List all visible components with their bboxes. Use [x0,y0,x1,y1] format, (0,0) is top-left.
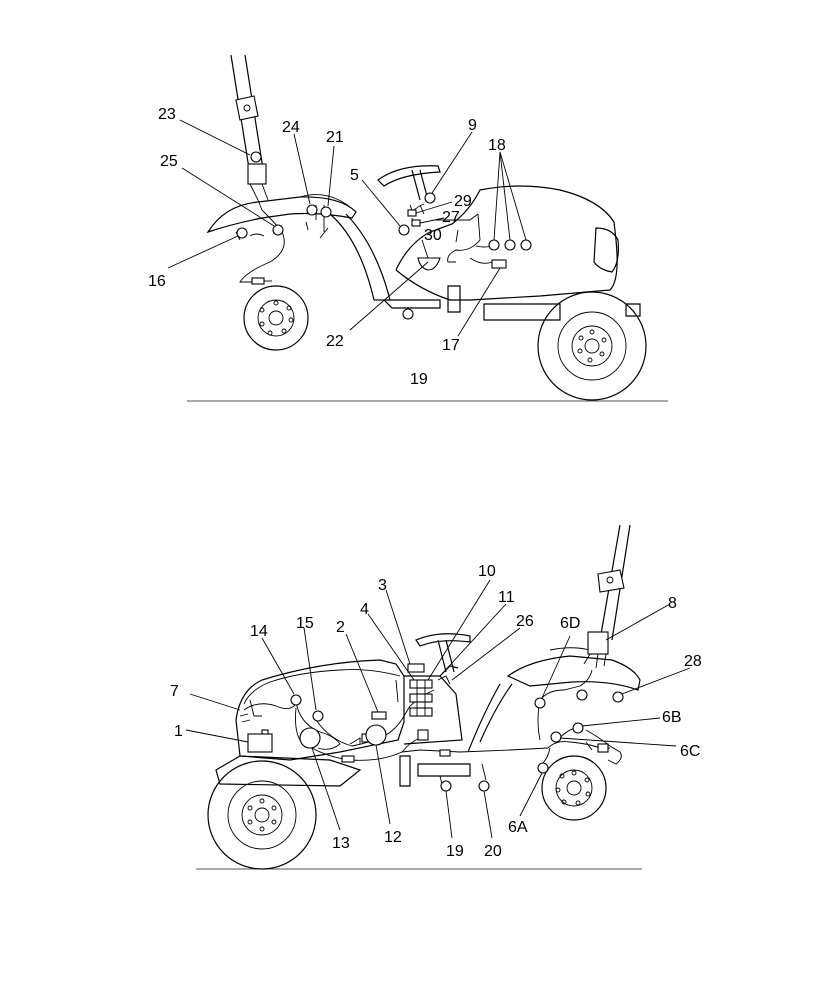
bottom-rear-wheel [541,755,607,821]
callout-6D: 6D [560,615,580,632]
callout-5: 5 [350,167,359,184]
top-callout-markers [167,119,532,337]
bottom-rops [583,524,631,669]
callout-30: 30 [424,227,442,244]
callout-11: 11 [498,589,515,606]
callout-6C: 6C [680,743,700,760]
callout-17: 17 [442,337,460,354]
callout-16: 16 [148,273,166,290]
callout-28: 28 [684,653,702,670]
callout-22: 22 [326,333,344,350]
callout-18: 18 [488,137,506,154]
callout-10: 10 [478,563,496,580]
callout-12: 12 [384,829,402,846]
top-callout-labels: 23 24 21 9 18 25 5 29 27 30 16 22 17 19 [148,106,506,388]
top-rear-fender [206,196,357,234]
callout-6A: 6A [508,819,528,836]
callout-23: 23 [158,106,176,123]
callout-15: 15 [296,615,314,632]
callout-19b: 19 [446,843,464,860]
top-harness [235,203,507,285]
callout-13: 13 [332,835,350,852]
callout-6B: 6B [662,709,682,726]
callout-9: 9 [468,117,477,134]
bottom-callout-markers [185,579,691,839]
callout-8: 8 [668,595,677,612]
callout-26: 26 [516,613,534,630]
callout-24: 24 [282,119,300,136]
callout-27: 27 [442,209,460,226]
callout-3: 3 [378,577,387,594]
callout-19: 19 [410,371,428,388]
callout-4: 4 [360,601,369,618]
callout-25: 25 [160,153,178,170]
top-rear-wheel [243,285,309,351]
bottom-callout-labels: 3 10 11 4 26 14 15 2 6D 8 28 7 1 6B 6C 1… [170,563,702,860]
top-body [329,165,619,301]
callout-29: 29 [454,193,472,210]
callout-20: 20 [484,843,502,860]
top-chassis [382,285,641,321]
bottom-front-wheel [207,760,317,870]
top-tractor-view: 23 24 21 9 18 25 5 29 27 30 16 22 17 19 [148,54,668,402]
callout-1: 1 [174,723,183,740]
top-front-wheel [537,291,647,401]
callout-2: 2 [336,619,345,636]
callout-21: 21 [326,129,344,146]
callout-14: 14 [250,623,268,640]
bottom-harness [239,669,622,765]
bottom-tractor-view: 3 10 11 4 26 14 15 2 6D 8 28 7 1 6B 6C 1… [170,524,702,870]
top-rops [230,54,269,211]
callout-7: 7 [170,683,179,700]
